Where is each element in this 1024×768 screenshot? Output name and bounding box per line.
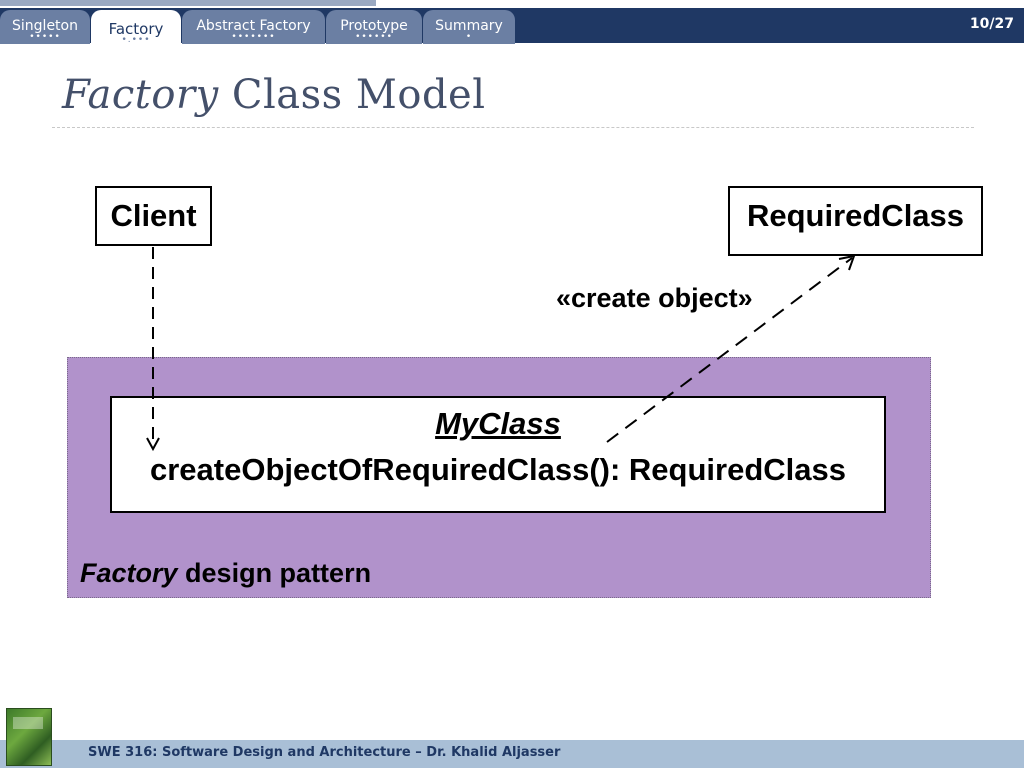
tab-label: Prototype xyxy=(340,18,408,34)
top-white-strip xyxy=(376,0,1024,8)
pattern-label-rest: design pattern xyxy=(177,558,372,588)
page-counter: 10/27 xyxy=(969,16,1014,32)
tab-progress-dots: •••••• xyxy=(355,32,393,42)
myclass-box: MyClass createObjectOfRequiredClass(): R… xyxy=(110,396,886,513)
page-title: Factory Class Model xyxy=(62,72,486,118)
create-object-stereotype: «create object» xyxy=(556,283,753,313)
create-object-arrowhead xyxy=(838,254,856,271)
top-accent-strip xyxy=(0,0,376,6)
pattern-label: Factory design pattern xyxy=(80,558,371,589)
tab-label: Summary xyxy=(435,18,503,34)
tab-factory[interactable]: Factory •.••• xyxy=(91,10,181,46)
tab-progress-dots: • xyxy=(465,32,473,42)
tab-label: Factory xyxy=(108,20,164,38)
tab-label: Abstract Factory xyxy=(196,18,311,34)
myclass-method: createObjectOfRequiredClass(): RequiredC… xyxy=(150,452,846,487)
footer-bar xyxy=(0,740,1024,768)
required-class-box: RequiredClass xyxy=(728,186,983,256)
title-italic-part: Factory xyxy=(62,72,219,118)
tab-singleton[interactable]: Singleton ••••• xyxy=(0,10,90,44)
pattern-label-italic: Factory xyxy=(80,558,178,588)
tab-progress-dots: •.••• xyxy=(121,35,151,45)
myclass-name: MyClass xyxy=(435,406,561,441)
title-divider xyxy=(52,127,974,128)
title-rest: Class Model xyxy=(218,72,486,118)
tab-summary[interactable]: Summary • xyxy=(423,10,515,44)
tab-progress-dots: ••••• xyxy=(29,32,61,42)
client-class-label: Client xyxy=(110,198,197,233)
tab-abstract-factory[interactable]: Abstract Factory ••••••• xyxy=(182,10,325,44)
tab-progress-dots: ••••••• xyxy=(231,32,276,42)
tab-label: Singleton xyxy=(12,18,78,34)
required-class-label: RequiredClass xyxy=(746,198,965,233)
book-cover-icon xyxy=(6,708,52,766)
footer-text: SWE 316: Software Design and Architectur… xyxy=(88,745,561,760)
client-class-box: Client xyxy=(95,186,212,246)
tab-prototype[interactable]: Prototype •••••• xyxy=(326,10,422,44)
